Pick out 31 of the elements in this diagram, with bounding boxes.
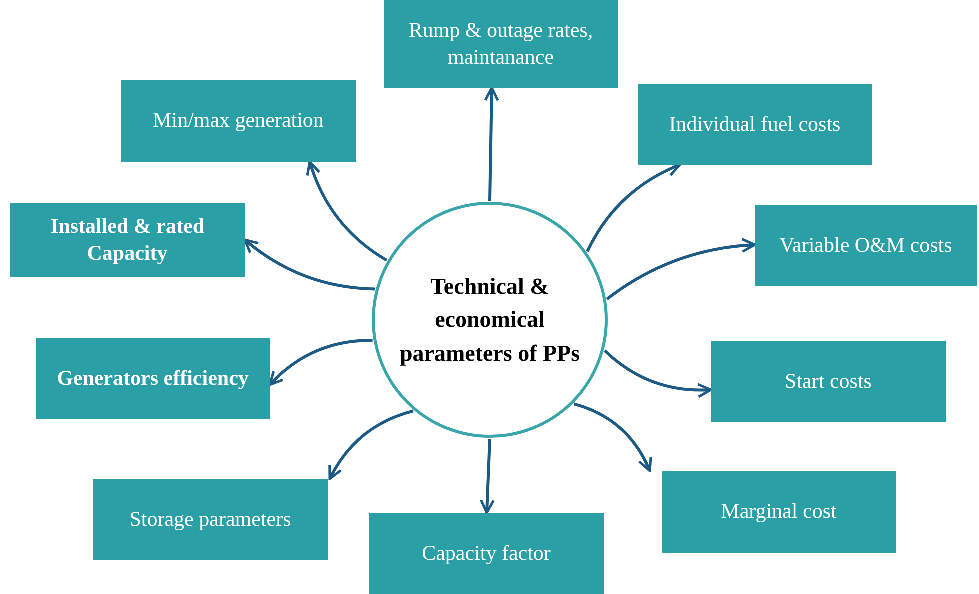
node-label: Individual fuel costs [669, 110, 841, 138]
curved-arrow [480, 438, 495, 514]
curved-arrow [484, 86, 500, 202]
curved-arrow [574, 402, 652, 472]
node-label: Capacity factor [422, 540, 551, 567]
parameter-box [121, 80, 356, 162]
node-label: Installed & rated Capacity [50, 212, 206, 267]
curved-arrow [604, 350, 712, 398]
curved-arrow [586, 162, 682, 252]
node-label: Rump & outage rates, maintanance [408, 16, 594, 71]
node-label: Min/max generation [153, 107, 324, 134]
parameter-box [369, 513, 604, 594]
parameter-box [36, 338, 270, 419]
parameter-box [10, 203, 245, 277]
curved-arrow [606, 238, 756, 300]
parameter-box [662, 471, 896, 553]
node-label: Technical & economical parameters of PPs [398, 272, 582, 368]
parameter-box [755, 205, 977, 286]
node-label: Generators efficiency [57, 364, 249, 392]
parameter-box [93, 479, 328, 560]
curved-arrow [268, 339, 373, 386]
node-label: Start costs [785, 368, 872, 395]
node-label: Storage parameters [130, 506, 292, 533]
curved-arrow [328, 410, 414, 480]
parameter-box [638, 84, 872, 165]
parameter-box [711, 341, 946, 422]
node-label: Variable O&M costs [780, 232, 952, 259]
node-label: Marginal cost [721, 498, 837, 526]
parameter-box [384, 0, 618, 88]
curved-arrow [306, 160, 388, 262]
curved-arrow [244, 238, 376, 291]
